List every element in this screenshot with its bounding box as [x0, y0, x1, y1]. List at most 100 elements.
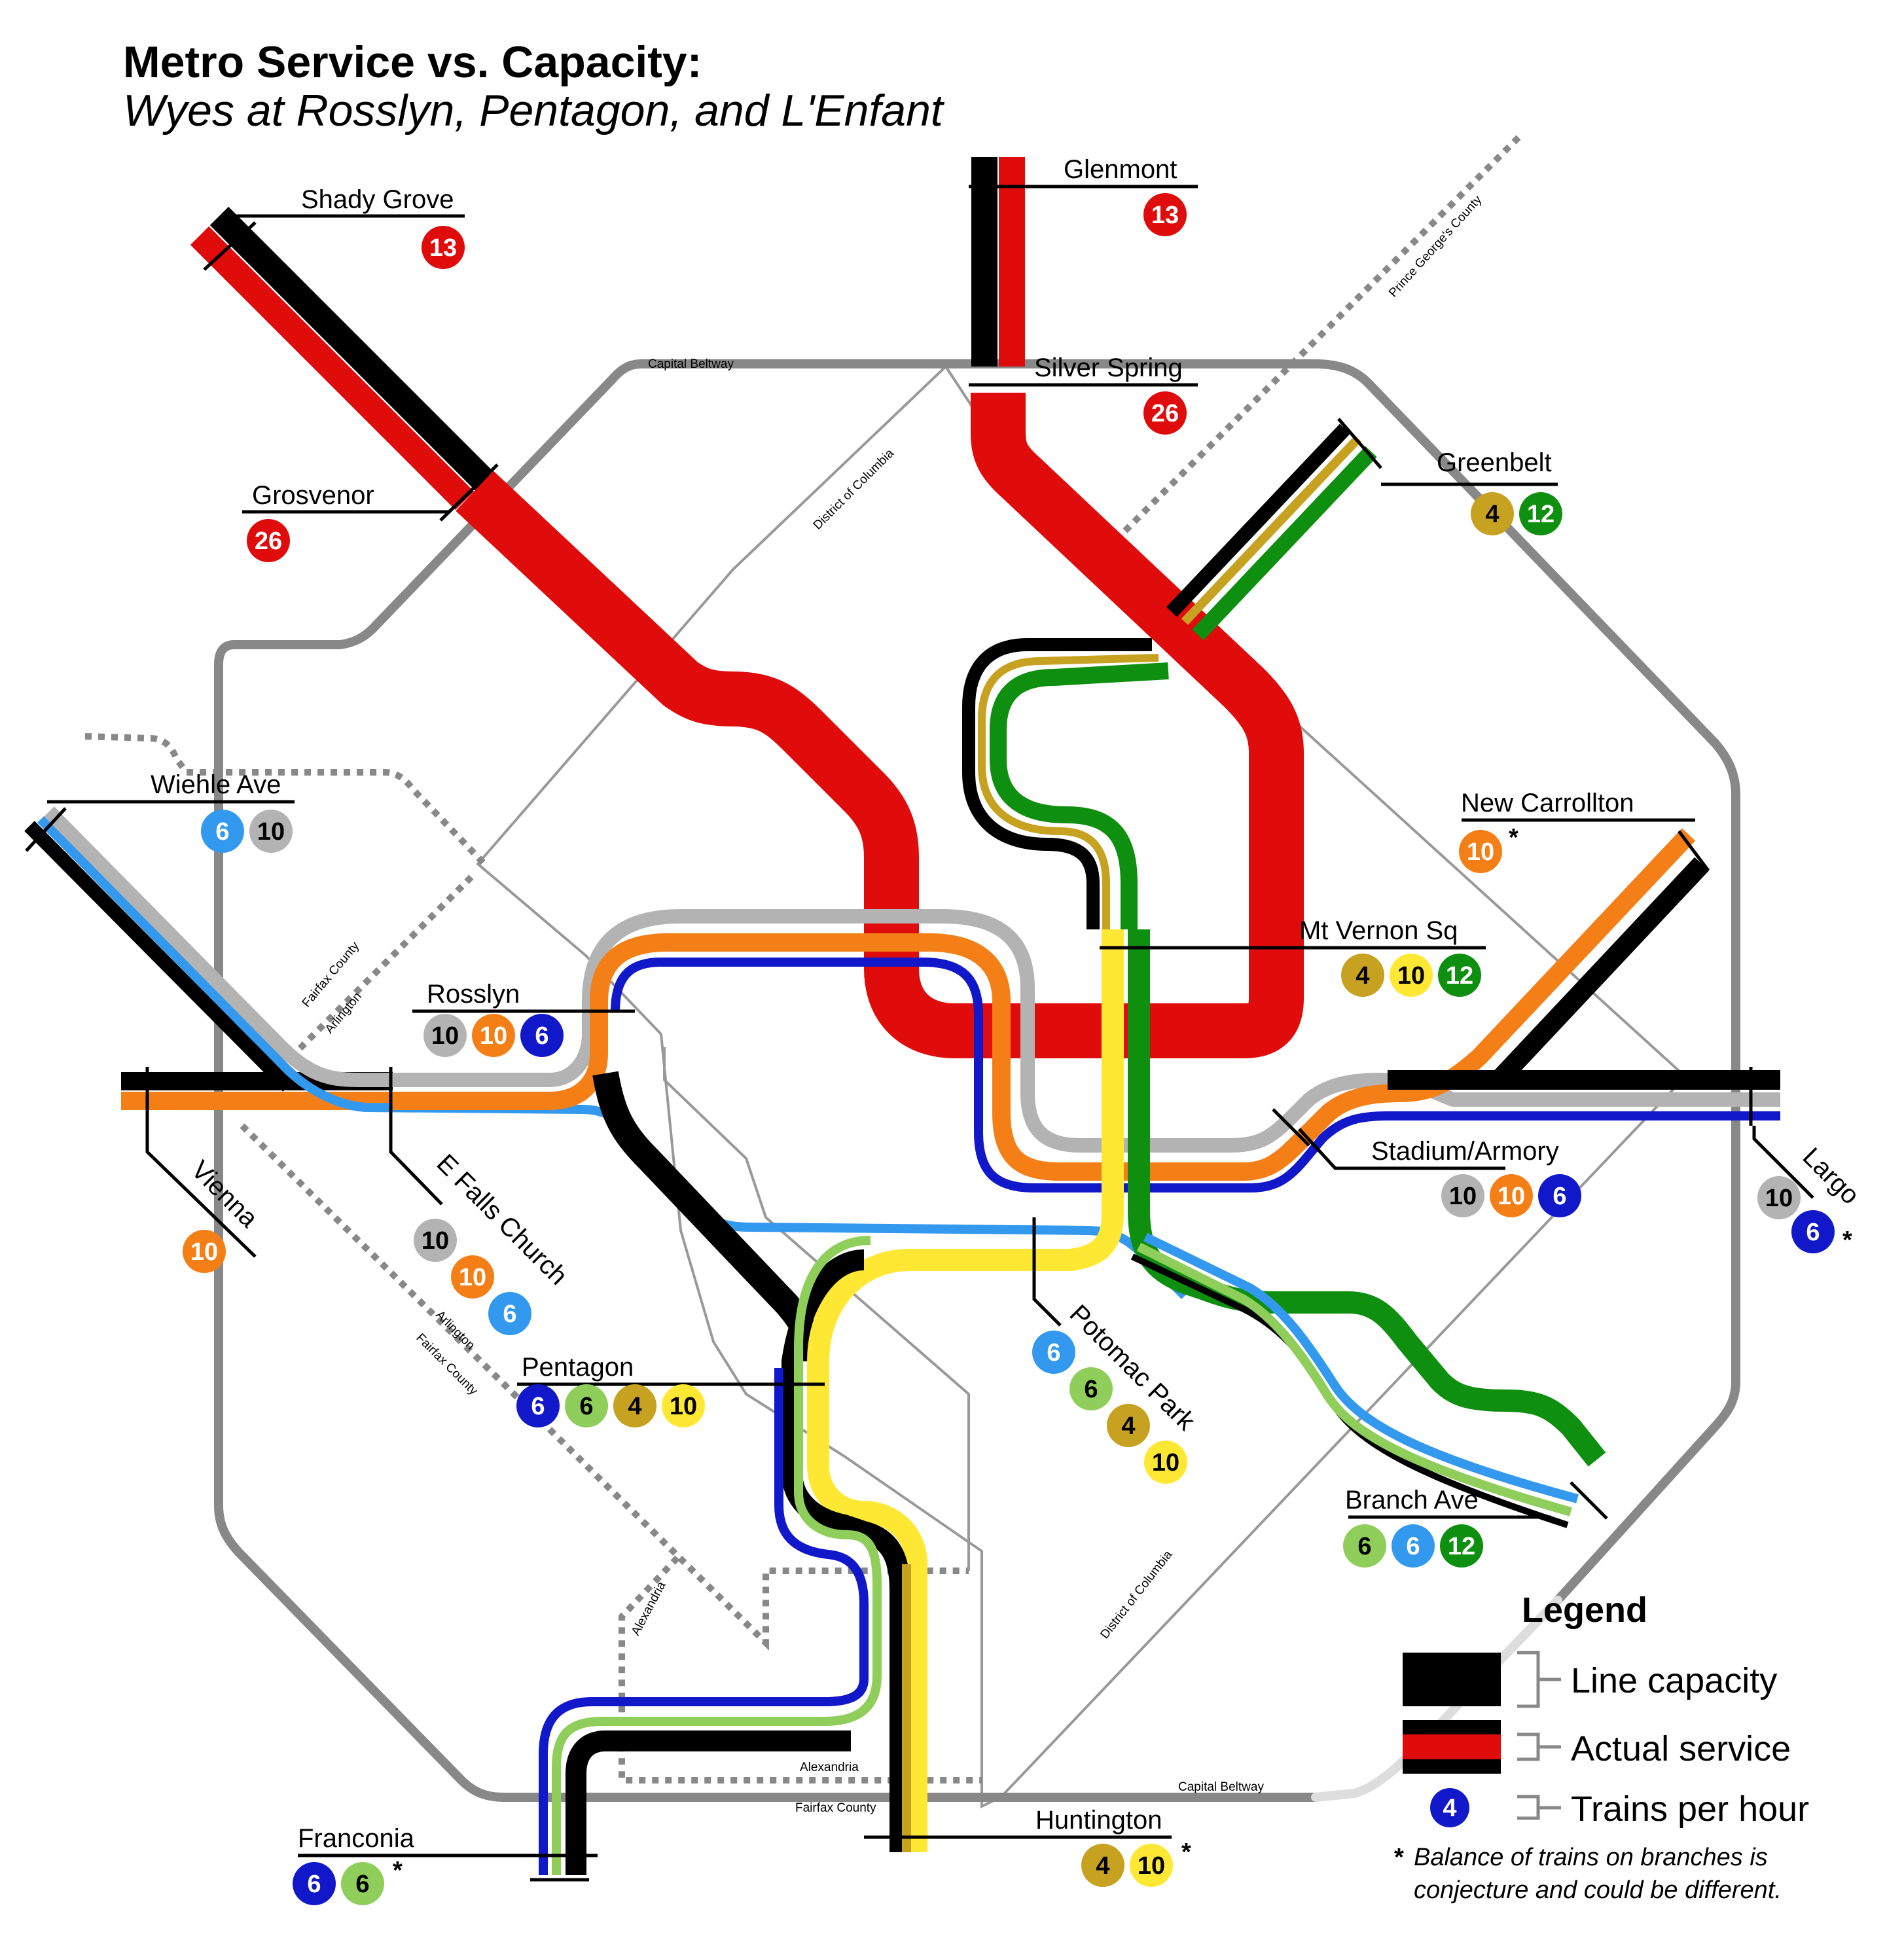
- fairfax-label-c: Fairfax County: [795, 1801, 876, 1815]
- tph-badge-text-wiehle-1: 10: [257, 818, 285, 846]
- tph-badge-stadium-2: [1538, 1174, 1581, 1217]
- tph-badge-text-largo-0: 10: [1765, 1185, 1793, 1212]
- tph-badge-text-mt_vernon-2: 12: [1446, 962, 1473, 990]
- tph-badge-text-rosslyn-1: 10: [480, 1022, 507, 1050]
- tph-badge-franconia-1: [341, 1862, 384, 1905]
- fairfax-arlington-border: [84, 733, 487, 867]
- tph-badge-largo-1: [1791, 1210, 1835, 1253]
- tph-badge-stadium-1: [1490, 1174, 1533, 1217]
- station-pentagon: Pentagon: [522, 1353, 634, 1382]
- tph-badge-text-largo-1: 6: [1806, 1219, 1820, 1246]
- tph-badge-rosslyn-2: [520, 1014, 564, 1057]
- tph-badge-greenbelt-0: [1471, 492, 1514, 535]
- tph-badge-silver_spring-0: [1143, 391, 1187, 435]
- tph-badge-text-huntington-0: 4: [1096, 1852, 1109, 1880]
- tph-badge-text-shady_grove-0: 13: [429, 234, 457, 262]
- tph-badge-pentagon-3: [662, 1384, 705, 1427]
- borders: [84, 135, 1740, 1809]
- badge-note-huntington: *: [1181, 1838, 1191, 1866]
- tph-badge-text-efc-1: 10: [459, 1264, 486, 1291]
- station-greenbelt: Greenbelt: [1437, 448, 1552, 477]
- tph-badge-text-new_carrollton-0: 10: [1467, 838, 1494, 866]
- tph-badge-wiehle-0: [201, 810, 244, 853]
- station-mt-vernon: Mt Vernon Sq: [1299, 916, 1458, 945]
- dc-border: [476, 364, 1687, 1809]
- red-line: [190, 157, 1304, 1058]
- tph-badge-text-pentagon-3: 10: [670, 1393, 697, 1420]
- legend: Legend 4 Line capacity Actual service Tr…: [1394, 1590, 1809, 1904]
- tph-badge-text-franconia-1: 6: [355, 1871, 369, 1898]
- beltway-label-top: Capital Beltway: [648, 357, 734, 371]
- tph-badge-efc-1: [451, 1255, 494, 1299]
- station-new-carrollton: New Carrollton: [1461, 789, 1634, 817]
- tph-badge-text-huntington-1: 10: [1138, 1852, 1165, 1880]
- tph-badge-huntington-0: [1081, 1844, 1124, 1887]
- tph-badge-greenbelt-1: [1519, 492, 1562, 535]
- tph-badge-stadium-0: [1441, 1174, 1484, 1217]
- tph-badge-text-stadium-2: 6: [1553, 1183, 1566, 1210]
- tph-badge-rosslyn-0: [423, 1014, 467, 1057]
- tph-badge-potomac-1: [1069, 1367, 1113, 1410]
- legend-service-label: Actual service: [1571, 1729, 1791, 1768]
- tph-badge-text-potomac-3: 10: [1152, 1449, 1179, 1477]
- tph-badge-pentagon-0: [516, 1384, 560, 1427]
- legend-service-swatch-inner: [1403, 1734, 1501, 1759]
- tph-badge-glenmont-0: [1143, 193, 1187, 236]
- station-glenmont: Glenmont: [1064, 155, 1177, 184]
- legend-note-mark: *: [1394, 1844, 1404, 1871]
- tph-badge-pentagon-1: [565, 1384, 608, 1427]
- station-shady-grove: Shady Grove: [301, 185, 454, 214]
- orange-silver-blue-trunk: [24, 806, 1780, 1362]
- tph-badge-text-stadium-1: 10: [1498, 1183, 1525, 1210]
- badge-note-new_carrollton: *: [1509, 824, 1518, 851]
- tph-badge-potomac-3: [1144, 1441, 1187, 1484]
- tph-badge-text-efc-2: 6: [503, 1300, 516, 1328]
- tph-badge-mt_vernon-0: [1341, 954, 1384, 997]
- dc-label-north: District of Columbia: [811, 446, 897, 533]
- legend-brackets: [1517, 1651, 1561, 1820]
- tph-badge-rosslyn-1: [472, 1014, 515, 1057]
- station-branch: Branch Ave: [1345, 1486, 1479, 1515]
- tph-badge-text-stadium-0: 10: [1449, 1183, 1477, 1210]
- station-rosslyn: Rosslyn: [427, 980, 520, 1009]
- tph-badge-text-branch-2: 12: [1448, 1533, 1475, 1560]
- station-largo: Largo: [1797, 1142, 1865, 1210]
- tph-badge-text-vienna-0: 10: [190, 1238, 218, 1266]
- station-vienna: Vienna: [186, 1155, 264, 1233]
- tph-badge-grosvenor-0: [247, 519, 290, 562]
- station-grosvenor: Grosvenor: [252, 481, 374, 510]
- tph-badge-vienna-0: [183, 1230, 226, 1273]
- tph-badge-text-pentagon-1: 6: [579, 1393, 593, 1420]
- capital-beltway: [637, 359, 1740, 1605]
- tph-badge-text-pentagon-0: 6: [531, 1393, 545, 1420]
- tph-badge-text-greenbelt-1: 12: [1527, 501, 1554, 528]
- tph-badge-shady_grove-0: [422, 226, 465, 269]
- legend-capacity-label: Line capacity: [1571, 1661, 1777, 1700]
- pg-county-border: [1110, 135, 1521, 546]
- arlington-label-b: Arlington: [433, 1308, 477, 1353]
- tph-badge-text-grosvenor-0: 26: [255, 528, 282, 555]
- tph-badge-efc-2: [488, 1292, 531, 1335]
- station-wiehle: Wiehle Ave: [151, 770, 281, 799]
- tph-badge-wiehle-1: [249, 810, 293, 853]
- tph-badge-new_carrollton-0: [1459, 830, 1502, 873]
- tph-badge-text-branch-0: 6: [1357, 1533, 1371, 1560]
- legend-tph-label: Trains per hour: [1571, 1789, 1809, 1829]
- tph-badge-text-greenbelt-0: 4: [1485, 501, 1499, 528]
- tph-badge-text-mt_vernon-1: 10: [1397, 962, 1425, 990]
- tph-badge-branch-1: [1392, 1524, 1435, 1568]
- metro-lines: [24, 157, 1780, 1875]
- station-silver-spring: Silver Spring: [1034, 353, 1183, 382]
- fairfax-arlington-border-3: [240, 1123, 969, 1651]
- badge-note-largo: *: [1842, 1227, 1852, 1254]
- pg-county-label: Prince George's County: [1386, 192, 1485, 300]
- legend-tph-badge-text: 4: [1443, 1795, 1456, 1822]
- tph-badge-text-glenmont-0: 13: [1151, 202, 1179, 229]
- arlington-label-a: Arlington: [323, 990, 365, 1036]
- capital-beltway-left: [214, 359, 1320, 1802]
- tph-badge-franconia-0: [293, 1862, 336, 1905]
- tph-badge-text-potomac-0: 6: [1047, 1339, 1060, 1367]
- tph-badge-text-mt_vernon-0: 4: [1356, 962, 1369, 990]
